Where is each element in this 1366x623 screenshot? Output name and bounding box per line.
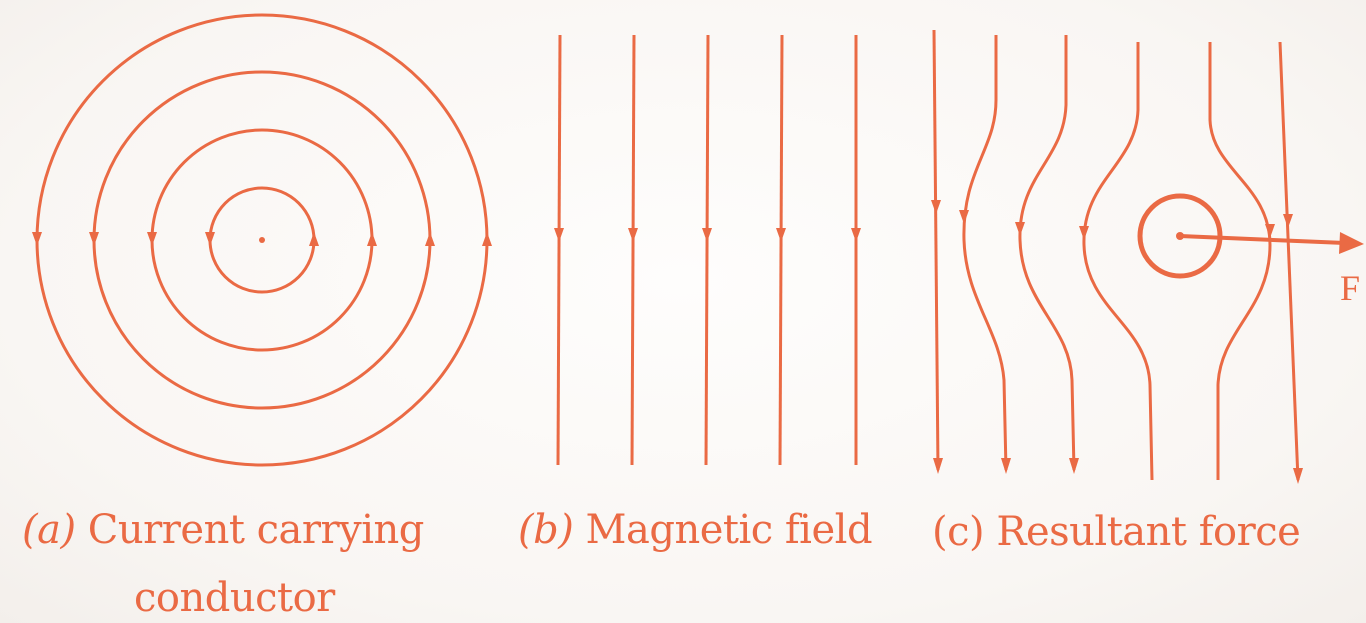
- field-line-arrows: [931, 200, 1303, 484]
- caption-text: Magnetic field: [585, 507, 873, 553]
- field-line: [556, 34, 562, 466]
- arrow-down-icon: [776, 228, 786, 242]
- caption-text: Resultant force: [996, 509, 1301, 555]
- arrow-down-icon: [702, 228, 712, 242]
- arrow-up-icon: [367, 232, 377, 246]
- arrow-down-icon: [1001, 458, 1011, 474]
- caption-panel-a-line2: conductor: [134, 575, 335, 621]
- field-line: [704, 34, 710, 466]
- field-line: [1278, 41, 1300, 481]
- arrow-down-icon: [1079, 226, 1089, 240]
- arrow-down-icon: [851, 228, 861, 242]
- caption-letter: (a): [22, 507, 76, 553]
- arrow-down-icon: [1069, 458, 1079, 474]
- panel-b-magnetic-field: [554, 34, 861, 466]
- arrow-down-icon: [1265, 224, 1275, 238]
- force-label: F: [1340, 268, 1361, 308]
- caption-panel-b: (b) Magnetic field: [518, 507, 873, 553]
- caption-panel-a: (a) Current carrying: [22, 510, 424, 550]
- arrow-up-icon: [425, 232, 435, 246]
- force-arrow-shaft: [1179, 234, 1346, 245]
- panel-a-current-carrying-conductor: [32, 13, 492, 467]
- arrow-down-icon: [554, 228, 564, 242]
- arrow-down-icon: [1293, 468, 1303, 484]
- field-line-distorted: [1082, 42, 1154, 481]
- arrow-down-icon: [959, 210, 969, 224]
- caption-letter: (b): [518, 507, 574, 553]
- arrow-down-icon: [933, 458, 943, 474]
- arrow-up-icon: [482, 232, 492, 246]
- field-line-arrows: [554, 228, 861, 242]
- caption-panel-c: (c) Resultant force: [932, 509, 1301, 555]
- arrow-down-icon: [147, 232, 157, 246]
- force-arrow-head-icon: [1339, 232, 1364, 254]
- conductor-dot: [259, 237, 265, 243]
- circle-arrows-left: [32, 232, 215, 246]
- field-line-distorted: [1018, 35, 1076, 471]
- panel-c-resultant-force: [931, 29, 1364, 484]
- circle-arrows-right: [309, 232, 492, 246]
- arrow-down-icon: [931, 200, 941, 214]
- field-line: [630, 34, 636, 466]
- arrow-down-icon: [32, 232, 42, 246]
- caption-letter: (c): [932, 509, 985, 555]
- arrow-up-icon: [309, 232, 319, 246]
- field-line: [778, 34, 784, 466]
- arrow-down-icon: [628, 228, 638, 242]
- field-line: [932, 29, 940, 471]
- arrow-down-icon: [205, 232, 215, 246]
- arrow-down-icon: [89, 232, 99, 246]
- field-line-distorted: [1208, 42, 1272, 480]
- caption-text: Current carrying: [87, 507, 425, 553]
- arrow-down-icon: [1015, 222, 1025, 236]
- field-line-distorted: [962, 35, 1008, 471]
- arrow-down-icon: [1283, 214, 1293, 228]
